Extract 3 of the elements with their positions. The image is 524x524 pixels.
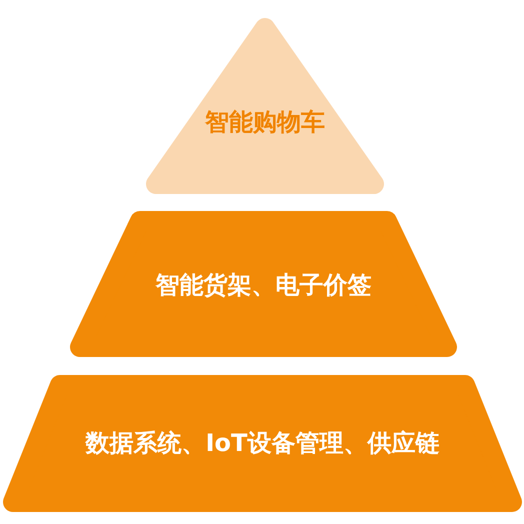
tier-label: 智能购物车	[204, 107, 326, 138]
tier-label: 数据系统、IoT设备管理、供应链	[84, 428, 440, 459]
tier-label: 智能货架、电子价签	[154, 270, 372, 301]
